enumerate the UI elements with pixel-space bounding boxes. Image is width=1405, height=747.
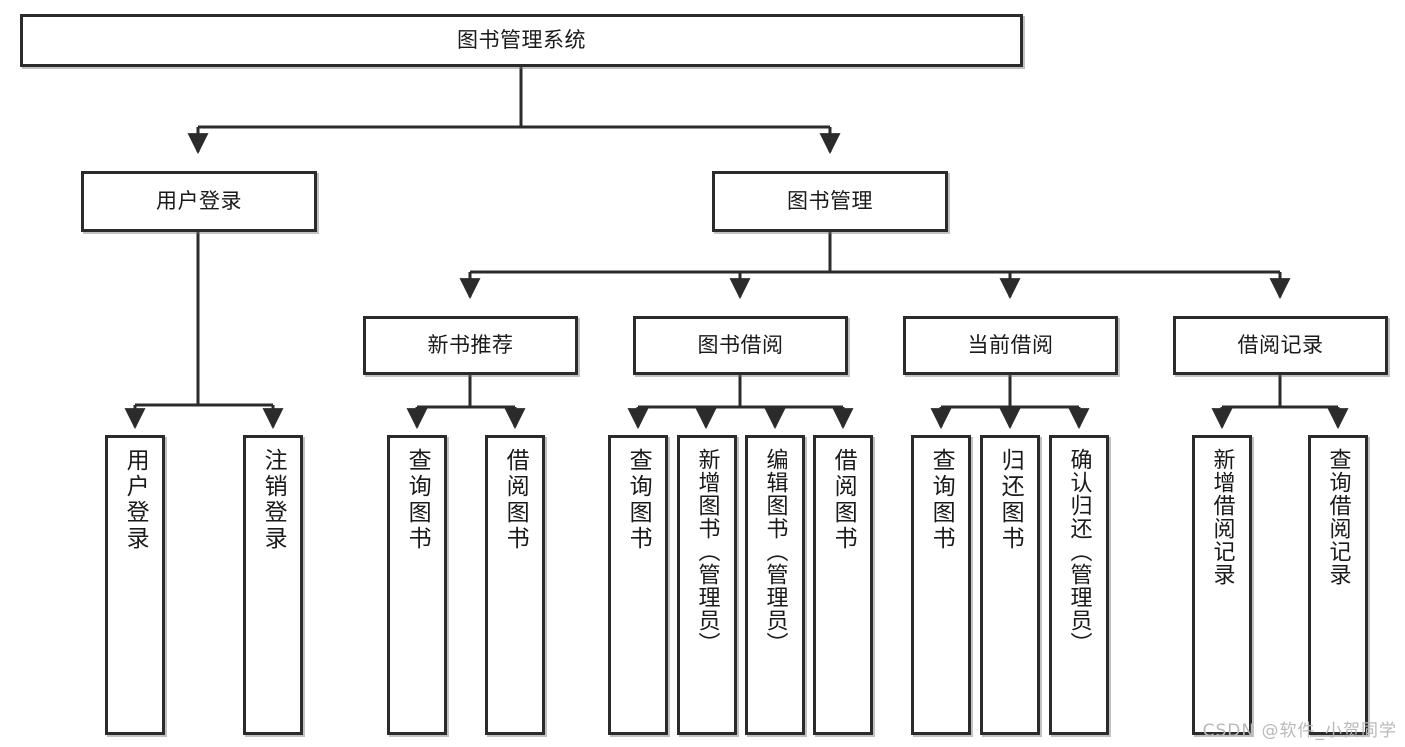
node-leaf-user-login[interactable]: 用户登录: [105, 435, 165, 735]
node-book-manage[interactable]: 图书管理: [712, 171, 948, 232]
node-borrow-record-label: 借阅记录: [1237, 333, 1324, 358]
node-leaf-borrow-book-2[interactable]: 借阅图书: [813, 435, 873, 735]
node-root-label: 图书管理系统: [457, 28, 586, 53]
node-leaf-user-login-label: 用户登录: [122, 448, 149, 552]
csdn-watermark: CSDN @软件_小贺同学: [1202, 721, 1397, 741]
node-leaf-return-book[interactable]: 归还图书: [980, 435, 1040, 735]
node-new-book-rec[interactable]: 新书推荐: [363, 316, 578, 375]
node-leaf-query-book-3-label: 查询图书: [928, 448, 955, 552]
node-leaf-query-book-3[interactable]: 查询图书: [911, 435, 971, 735]
node-leaf-confirm-return-label: 确认归还（管理员）: [1066, 448, 1092, 655]
node-leaf-borrow-book-1[interactable]: 借阅图书: [485, 435, 545, 735]
node-user-login[interactable]: 用户登录: [81, 171, 317, 232]
node-leaf-query-book-2-label: 查询图书: [625, 448, 652, 552]
node-book-borrow[interactable]: 图书借阅: [633, 316, 848, 375]
node-leaf-query-record-label: 查询借阅记录: [1325, 448, 1351, 586]
node-leaf-add-record[interactable]: 新增借阅记录: [1192, 435, 1252, 735]
node-current-borrow[interactable]: 当前借阅: [903, 316, 1118, 375]
node-leaf-logout-label: 注销登录: [260, 448, 287, 552]
node-leaf-edit-book[interactable]: 编辑图书（管理员）: [745, 435, 805, 735]
node-leaf-edit-book-label: 编辑图书（管理员）: [762, 448, 788, 655]
node-current-borrow-label: 当前借阅: [967, 333, 1054, 358]
node-root[interactable]: 图书管理系统: [20, 14, 1023, 67]
node-user-login-label: 用户登录: [156, 189, 242, 214]
node-leaf-query-book-2[interactable]: 查询图书: [608, 435, 668, 735]
node-leaf-query-record[interactable]: 查询借阅记录: [1308, 435, 1368, 735]
node-leaf-add-record-label: 新增借阅记录: [1209, 448, 1235, 586]
node-leaf-query-book-1[interactable]: 查询图书: [387, 435, 447, 735]
node-leaf-confirm-return[interactable]: 确认归还（管理员）: [1049, 435, 1109, 735]
node-leaf-logout[interactable]: 注销登录: [243, 435, 303, 735]
node-leaf-add-book-label: 新增图书（管理员）: [694, 448, 720, 655]
node-leaf-return-book-label: 归还图书: [997, 448, 1024, 552]
node-leaf-borrow-book-1-label: 借阅图书: [502, 448, 529, 552]
node-book-borrow-label: 图书借阅: [697, 333, 784, 358]
node-leaf-add-book[interactable]: 新增图书（管理员）: [677, 435, 737, 735]
node-book-manage-label: 图书管理: [787, 189, 873, 214]
node-new-book-rec-label: 新书推荐: [427, 333, 514, 358]
node-leaf-query-book-1-label: 查询图书: [404, 448, 431, 552]
node-leaf-borrow-book-2-label: 借阅图书: [830, 448, 857, 552]
node-borrow-record[interactable]: 借阅记录: [1173, 316, 1388, 375]
